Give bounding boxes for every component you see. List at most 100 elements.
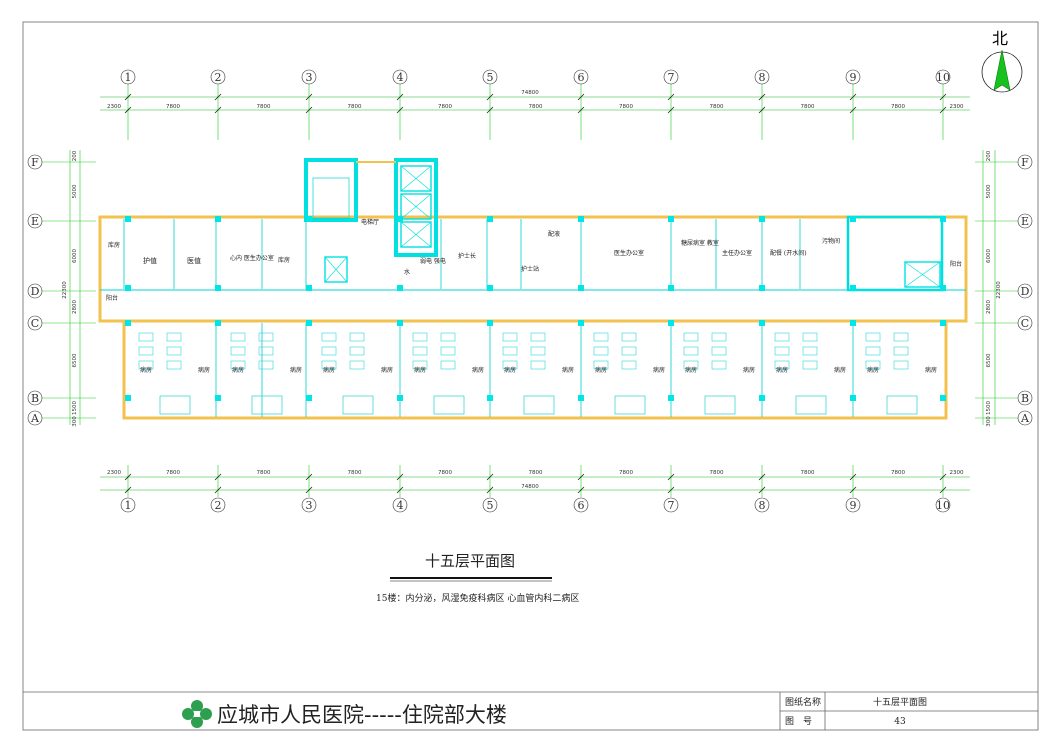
bed xyxy=(230,332,246,342)
structural-column xyxy=(668,395,674,401)
dim-tick xyxy=(124,93,132,101)
column-axis-label-top: 2 xyxy=(215,71,222,84)
column-axis-label-bottom: 10 xyxy=(936,499,950,512)
bed xyxy=(593,360,609,370)
bed xyxy=(865,346,881,356)
ward-label-right: 病房 xyxy=(472,366,484,374)
dim-tick xyxy=(486,93,494,101)
bed xyxy=(349,346,365,356)
ward-label-right: 病房 xyxy=(743,366,755,374)
column-axis-label-bottom: 1 xyxy=(125,499,132,512)
bed xyxy=(711,346,727,356)
structural-column xyxy=(940,320,946,326)
structural-columns xyxy=(125,216,946,401)
drawing-number-label: 图 号 xyxy=(785,716,812,727)
structural-column xyxy=(850,285,856,291)
drawing-title: 十五层平面图 xyxy=(425,552,515,570)
dim-vertical-left: 6000 xyxy=(72,249,78,263)
ward-bathroom xyxy=(886,395,918,415)
dim-tick xyxy=(305,473,313,481)
room-electrical: 弱电 强电 xyxy=(420,257,446,265)
dim-vertical-left: 1500 xyxy=(72,401,78,415)
dim-segment-top: 7800 xyxy=(801,104,815,110)
ward-bathroom xyxy=(251,395,283,415)
dim-tick xyxy=(849,106,857,114)
column-axis-bubble-bottom xyxy=(663,497,679,513)
ward-label-left: 病房 xyxy=(867,366,879,374)
bed xyxy=(893,346,909,356)
title-block: 应城市人民医院-----住院部大楼 图纸名称 十五层平面图 图 号 43 xyxy=(23,691,1038,730)
dim-vertical-total-left: 22300 xyxy=(62,281,68,299)
dim-tick xyxy=(124,486,132,494)
dim-segment-top: 2300 xyxy=(107,104,121,110)
bed xyxy=(621,346,637,356)
dim-tick xyxy=(758,106,766,114)
structural-column xyxy=(215,216,221,222)
bed xyxy=(802,346,818,356)
ward-label-right: 病房 xyxy=(290,366,302,374)
column-axis-bubble-top xyxy=(845,69,861,85)
dim-vertical-right: 300 xyxy=(986,416,992,427)
bed xyxy=(258,360,274,370)
bed xyxy=(502,360,518,370)
room-dispensing: 配液 xyxy=(548,230,560,238)
ward-label-left: 病房 xyxy=(595,366,607,374)
row-axis-bubble-left xyxy=(27,213,43,229)
bed xyxy=(774,360,790,370)
building-walls xyxy=(98,158,968,420)
bed xyxy=(774,346,790,356)
dim-tick xyxy=(214,106,222,114)
ward-label-left: 病房 xyxy=(776,366,788,374)
dim-segment-top: 7800 xyxy=(529,104,543,110)
bed xyxy=(802,332,818,342)
structural-column xyxy=(397,320,403,326)
column-axis-label-top: 10 xyxy=(936,71,950,84)
structural-column xyxy=(668,285,674,291)
ward-bathroom xyxy=(342,395,374,415)
bed xyxy=(349,360,365,370)
bed xyxy=(593,332,609,342)
bed xyxy=(258,332,274,342)
dim-tick xyxy=(396,93,404,101)
bed xyxy=(502,332,518,342)
ward-bathroom xyxy=(795,395,827,415)
structural-column xyxy=(850,320,856,326)
column-axis-bubble-top xyxy=(754,69,770,85)
bed xyxy=(166,332,182,342)
dim-segment-bottom: 7800 xyxy=(257,470,271,476)
bed xyxy=(321,332,337,342)
structural-column xyxy=(578,320,584,326)
row-axis-bubble-right xyxy=(1017,410,1033,426)
ward-label-right: 病房 xyxy=(381,366,393,374)
ward-label-right: 病房 xyxy=(925,366,937,374)
dim-segment-bottom: 7800 xyxy=(529,470,543,476)
dim-tick xyxy=(305,106,313,114)
dim-tick xyxy=(577,106,585,114)
dim-tick xyxy=(577,473,585,481)
dim-vertical-right: 6000 xyxy=(986,249,992,263)
dim-tick xyxy=(486,486,494,494)
bed xyxy=(530,346,546,356)
bed xyxy=(321,360,337,370)
bed xyxy=(683,332,699,342)
column-axis-bubble-bottom xyxy=(935,497,951,513)
bed xyxy=(683,360,699,370)
dim-tick xyxy=(305,486,313,494)
dim-tick xyxy=(396,473,404,481)
bed xyxy=(412,332,428,342)
dim-tick xyxy=(396,486,404,494)
structural-column xyxy=(215,395,221,401)
column-axis-bubble-top xyxy=(120,69,136,85)
dimension-bottom xyxy=(100,476,970,491)
row-axis-label-right: E xyxy=(1021,215,1029,228)
ward-label-left: 病房 xyxy=(232,366,244,374)
row-axis-bubble-right xyxy=(1017,315,1033,331)
bed xyxy=(166,360,182,370)
column-axis-label-top: 3 xyxy=(306,71,313,84)
row-axis-bubble-left xyxy=(27,154,43,170)
dim-segment-bottom: 7800 xyxy=(348,470,362,476)
bed xyxy=(683,346,699,356)
room-partitions xyxy=(123,219,854,417)
